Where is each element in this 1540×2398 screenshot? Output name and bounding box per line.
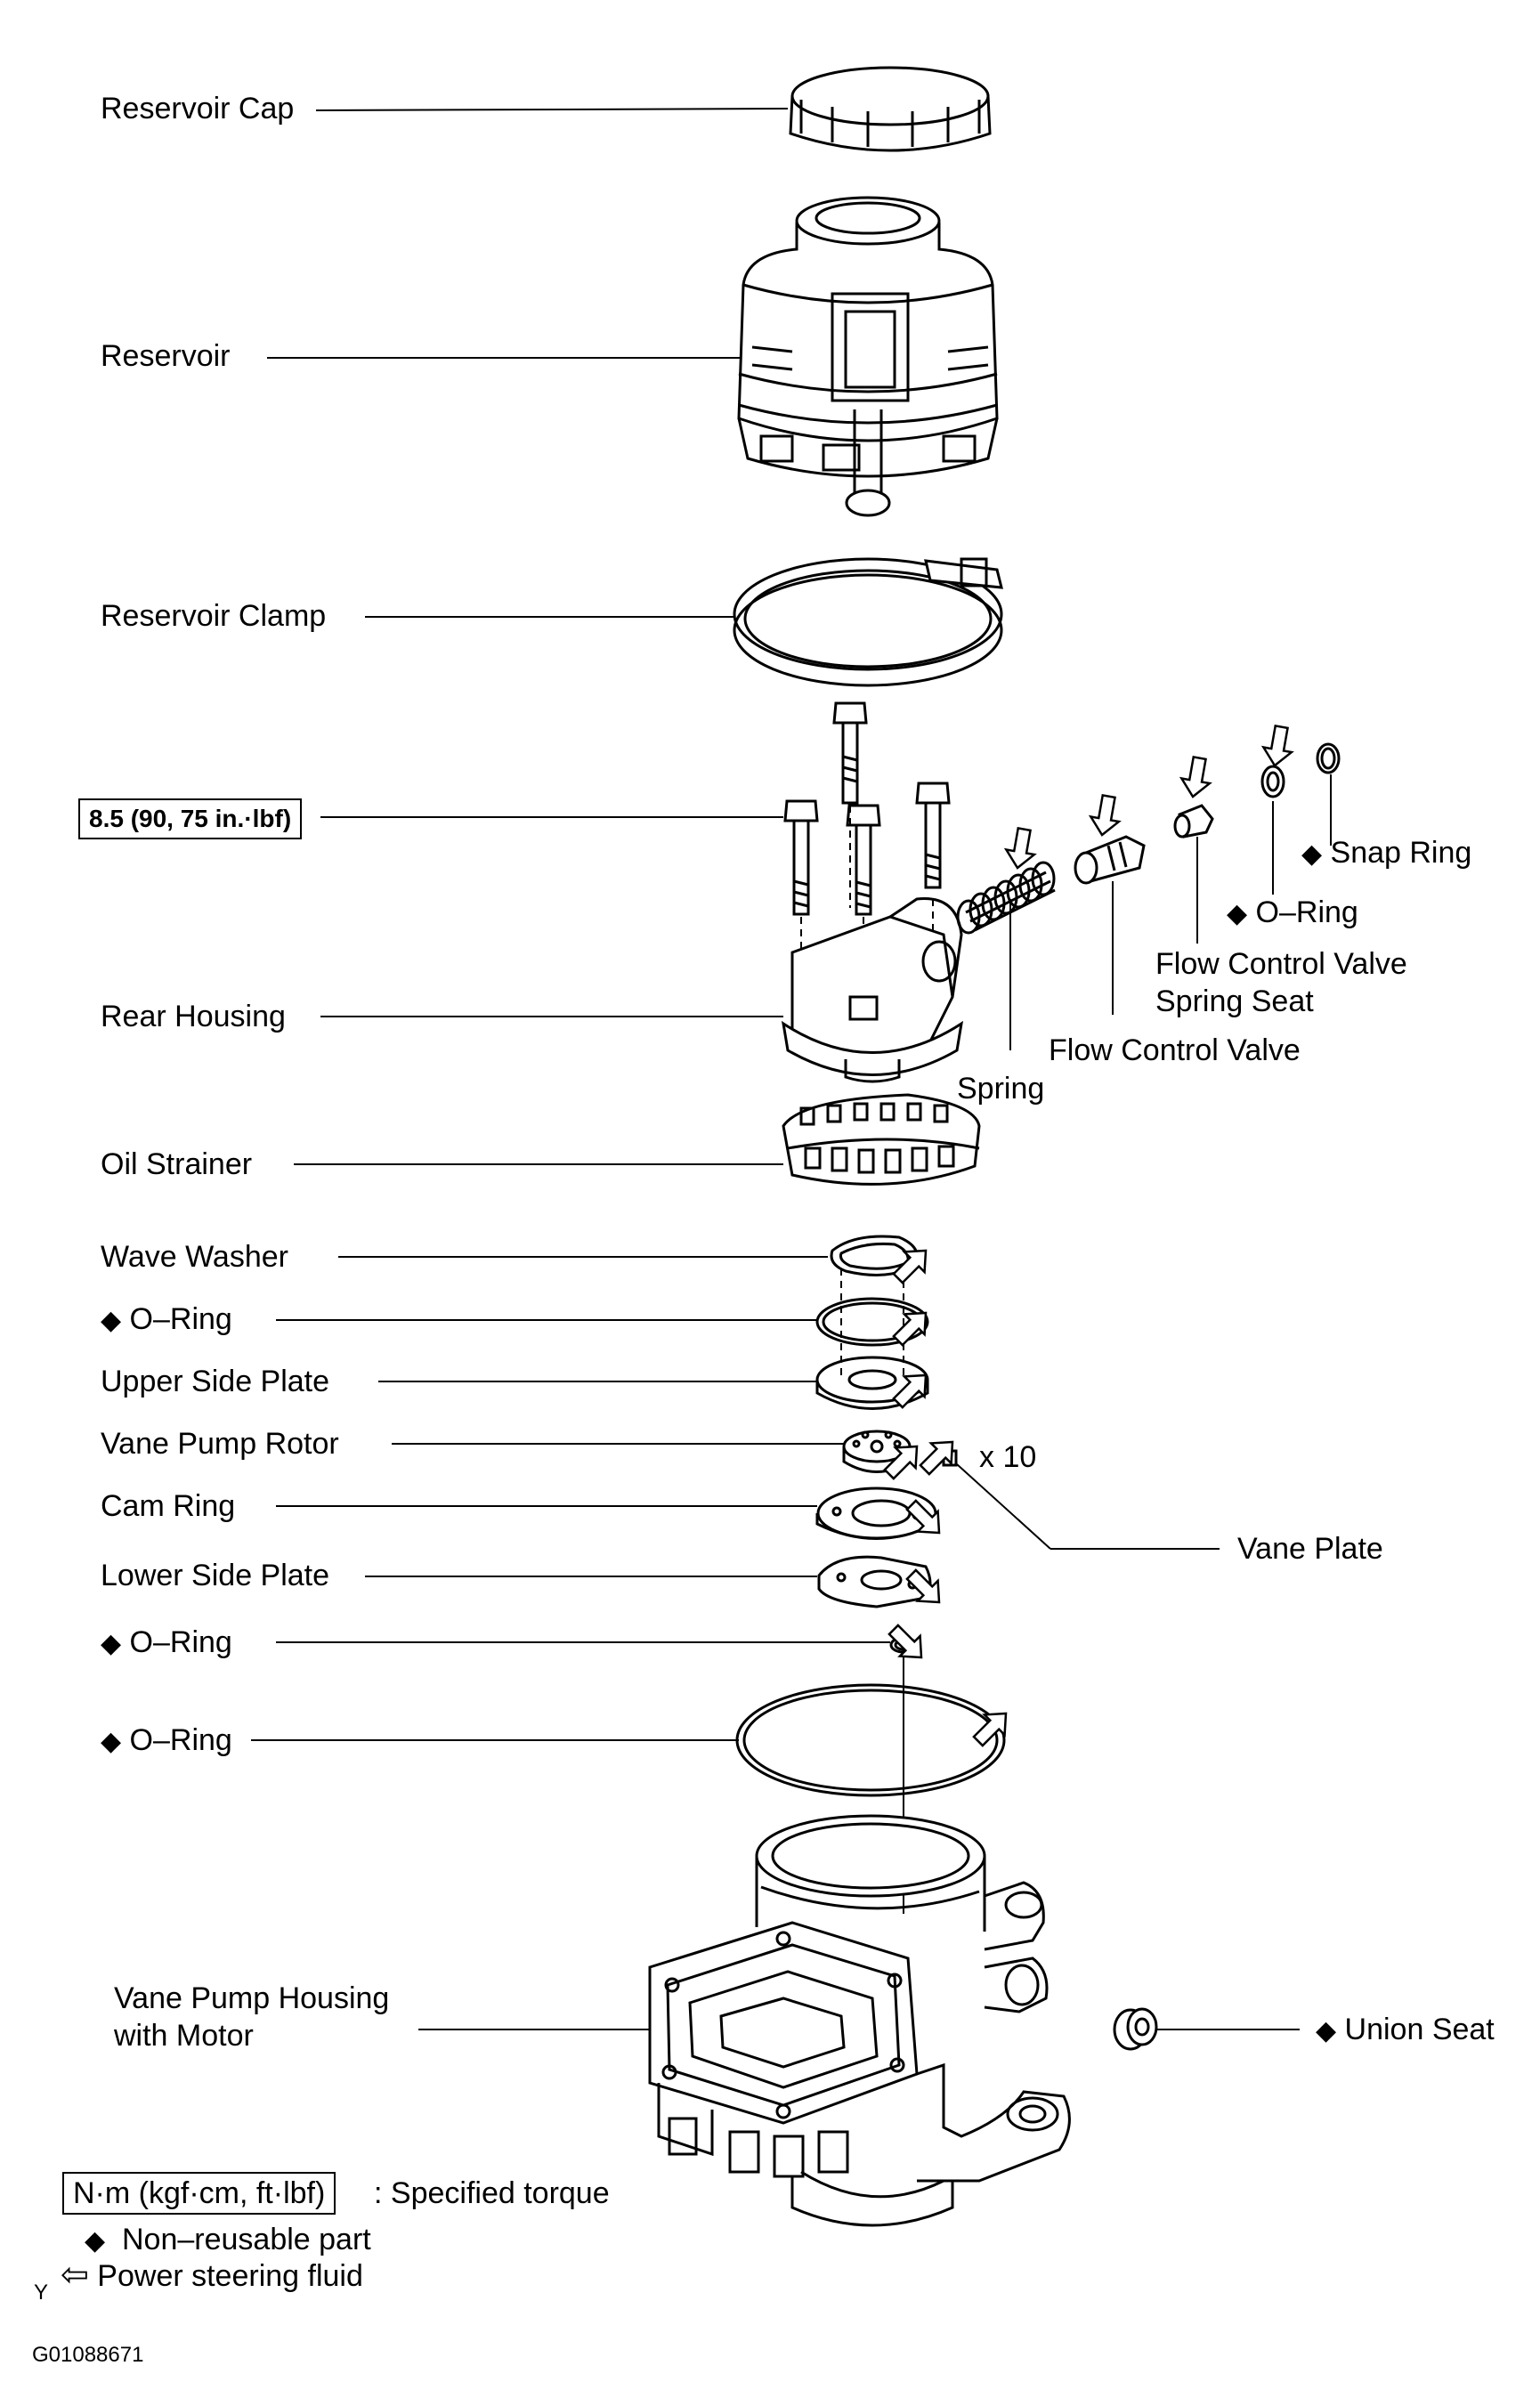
label-o-ring-2: ◆ O–Ring (101, 1624, 232, 1662)
bolts-drawing (783, 701, 951, 997)
figure-code: G01088671 (32, 2343, 144, 2367)
reservoir-clamp-drawing (733, 557, 1003, 687)
diamond-marker: ◆ (1301, 839, 1323, 869)
legend-torque-desc: : Specified torque (374, 2176, 610, 2210)
legend-fluid: ⇦ Power steering fluid (61, 2257, 363, 2294)
label-wave-washer: Wave Washer (101, 1240, 288, 1274)
legend-non-reusable-text: Non–reusable part (121, 2223, 371, 2256)
reservoir-cap-drawing (789, 66, 992, 152)
label-vane-plate: Vane Plate (1237, 1532, 1383, 1566)
label-cam-ring: Cam Ring (101, 1489, 236, 1523)
reservoir-drawing (737, 196, 999, 517)
diamond-marker: ◆ (101, 1306, 122, 1335)
diamond-marker: ◆ (1316, 2016, 1337, 2046)
label-vane-pump-housing-1: Vane Pump Housing (114, 1981, 390, 2015)
flow-control-valve-drawing (1074, 835, 1146, 885)
union-seat-drawing (1113, 2007, 1158, 2051)
label-spring-seat-1: Flow Control Valve (1155, 947, 1407, 981)
diamond-marker: ◆ (101, 1629, 122, 1658)
legend-fluid-text: Power steering fluid (97, 2259, 363, 2293)
diamond-marker: ◆ (1227, 899, 1248, 928)
label-o-ring-3-text: O–Ring (129, 1723, 232, 1757)
leader-lines (251, 108, 1332, 2030)
label-oil-strainer: Oil Strainer (101, 1147, 253, 1181)
diamond-marker: ◆ (101, 1727, 122, 1756)
label-lower-side-plate: Lower Side Plate (101, 1559, 330, 1592)
corner-mark: Y (34, 2281, 49, 2305)
label-union-seat-text: Union Seat (1344, 2013, 1495, 2046)
label-vane-pump-housing-2: with Motor (114, 2019, 254, 2053)
o-ring-large-drawing (735, 1683, 1006, 1797)
label-o-ring-small-text: O–Ring (1255, 895, 1358, 929)
spring-drawing (956, 861, 1056, 935)
label-snap-ring-text: Snap Ring (1330, 836, 1472, 870)
label-reservoir: Reservoir (101, 339, 231, 373)
label-upper-side-plate: Upper Side Plate (101, 1365, 330, 1398)
label-union-seat: ◆ Union Seat (1316, 2012, 1495, 2049)
rear-housing-drawing (781, 897, 964, 1083)
legend-torque-box: N·m (kgf·cm, ft·lbf) (62, 2172, 336, 2215)
label-o-ring-1-text: O–Ring (129, 1302, 232, 1336)
label-rear-housing: Rear Housing (101, 1000, 286, 1033)
label-snap-ring: ◆ Snap Ring (1301, 835, 1471, 872)
label-o-ring-small: ◆ O–Ring (1227, 895, 1358, 932)
label-flow-control-valve: Flow Control Valve (1049, 1033, 1301, 1067)
label-reservoir-clamp: Reservoir Clamp (101, 599, 327, 633)
label-o-ring-2-text: O–Ring (129, 1625, 232, 1659)
label-vane-count: x 10 (979, 1440, 1037, 1474)
label-o-ring-1: ◆ O–Ring (101, 1301, 232, 1339)
label-spring-seat-2: Spring Seat (1155, 984, 1314, 1018)
snap-ring-drawing (1316, 742, 1341, 774)
torque-spec-box: 8.5 (90, 75 in.·lbf) (78, 798, 303, 839)
vane-pump-housing-drawing (648, 1814, 1071, 2227)
label-o-ring-3: ◆ O–Ring (101, 1722, 232, 1760)
label-vane-pump-rotor: Vane Pump Rotor (101, 1427, 339, 1461)
legend-non-reusable: ◆ Non–reusable part (85, 2222, 371, 2259)
spring-seat-drawing (1173, 804, 1214, 838)
small-o-ring-drawing (1260, 765, 1285, 798)
fluid-arrow-icon: ⇦ (61, 2256, 89, 2294)
oil-strainer-drawing (782, 1093, 981, 1186)
diamond-marker: ◆ (85, 2226, 106, 2256)
label-spring: Spring (957, 1072, 1045, 1106)
label-reservoir-cap: Reservoir Cap (101, 92, 295, 126)
